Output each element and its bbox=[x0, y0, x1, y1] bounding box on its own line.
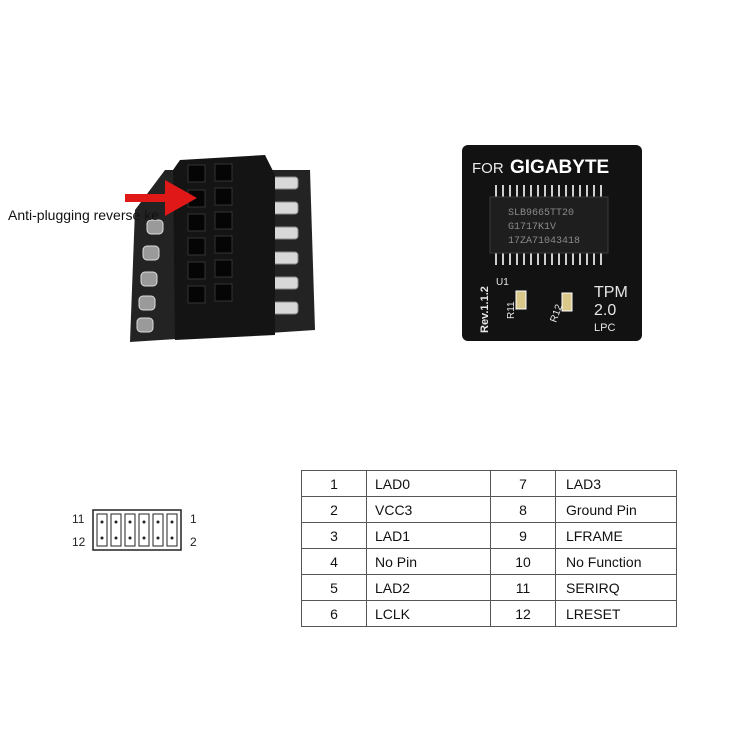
tpm-u1: U1 bbox=[496, 277, 509, 288]
pin-signal: LAD1 bbox=[366, 522, 491, 549]
header-pin-diagram: 11 12 1 2 bbox=[66, 505, 206, 553]
pin-number: 8 bbox=[490, 496, 556, 523]
pin-number: 9 bbox=[490, 522, 556, 549]
pin-signal: SERIRQ bbox=[555, 574, 677, 601]
table-row: 4 No Pin 10 No Function bbox=[301, 548, 677, 575]
tpm-chip bbox=[489, 196, 609, 254]
anti-plugging-label: Anti-plugging reverse ke bbox=[8, 207, 159, 223]
pin-number: 2 bbox=[301, 496, 367, 523]
connector-holes bbox=[187, 163, 233, 304]
pin-signal: LAD0 bbox=[366, 470, 491, 497]
pin-signal: LAD3 bbox=[555, 470, 677, 497]
chip-pins bbox=[495, 185, 602, 265]
tpm-interface: LPC bbox=[594, 322, 615, 334]
pin-number: 10 bbox=[490, 548, 556, 575]
tpm-brand: GIGABYTE bbox=[510, 157, 609, 178]
table-row: 5 LAD2 11 SERIRQ bbox=[301, 574, 677, 601]
tpm-brand-prefix: FOR bbox=[472, 160, 504, 177]
chip-line-3: 17ZA71043418 bbox=[508, 236, 580, 247]
tpm-module-photo: FOR GIGABYTE SLB9665TT20 G1717K1V 17ZA71… bbox=[462, 145, 642, 341]
table-row: 2 VCC3 8 Ground Pin bbox=[301, 496, 677, 523]
table-row: 1 LAD0 7 LAD3 bbox=[301, 470, 677, 497]
table-row: 3 LAD1 9 LFRAME bbox=[301, 522, 677, 549]
pin-signal: LRESET bbox=[555, 600, 677, 627]
pin-label-12: 12 bbox=[72, 535, 86, 549]
red-arrow bbox=[125, 180, 197, 216]
header-pins bbox=[100, 520, 174, 540]
pin-number: 3 bbox=[301, 522, 367, 549]
pin-signal: Ground Pin bbox=[555, 496, 677, 523]
pin-signal: No Function bbox=[555, 548, 677, 575]
pin-signal: LFRAME bbox=[555, 522, 677, 549]
pin-signal: LAD2 bbox=[366, 574, 491, 601]
left-pins bbox=[136, 219, 164, 333]
pin-number: 12 bbox=[490, 600, 556, 627]
pin-signal: No Pin bbox=[366, 548, 491, 575]
header-outline bbox=[92, 509, 182, 551]
pin-number: 11 bbox=[490, 574, 556, 601]
chip-line-1: SLB9665TT20 bbox=[508, 208, 574, 219]
tpm-version: 2.0 bbox=[594, 302, 616, 319]
table-row: 6 LCLK 12 LRESET bbox=[301, 600, 677, 627]
tpm-label: TPM bbox=[594, 284, 628, 301]
tpm-revision: Rev.1.1.2 bbox=[479, 286, 491, 333]
pin-signal: LCLK bbox=[366, 600, 491, 627]
pin-table: 1 LAD0 7 LAD3 2 VCC3 8 Ground Pin 3 LAD1… bbox=[301, 470, 677, 627]
pin-label-2: 2 bbox=[190, 535, 197, 549]
pin-number: 7 bbox=[490, 470, 556, 497]
pin-label-1: 1 bbox=[190, 512, 197, 526]
connector-photo bbox=[125, 155, 315, 342]
r11-resistor bbox=[515, 290, 527, 310]
pin-number: 5 bbox=[301, 574, 367, 601]
pin-signal: VCC3 bbox=[366, 496, 491, 523]
pin-number: 4 bbox=[301, 548, 367, 575]
chip-line-2: G1717K1V bbox=[508, 222, 556, 233]
pin-number: 1 bbox=[301, 470, 367, 497]
r12-resistor bbox=[561, 292, 573, 312]
pin-label-11: 11 bbox=[72, 512, 85, 526]
pin-number: 6 bbox=[301, 600, 367, 627]
tpm-r11: R11 bbox=[506, 301, 517, 319]
